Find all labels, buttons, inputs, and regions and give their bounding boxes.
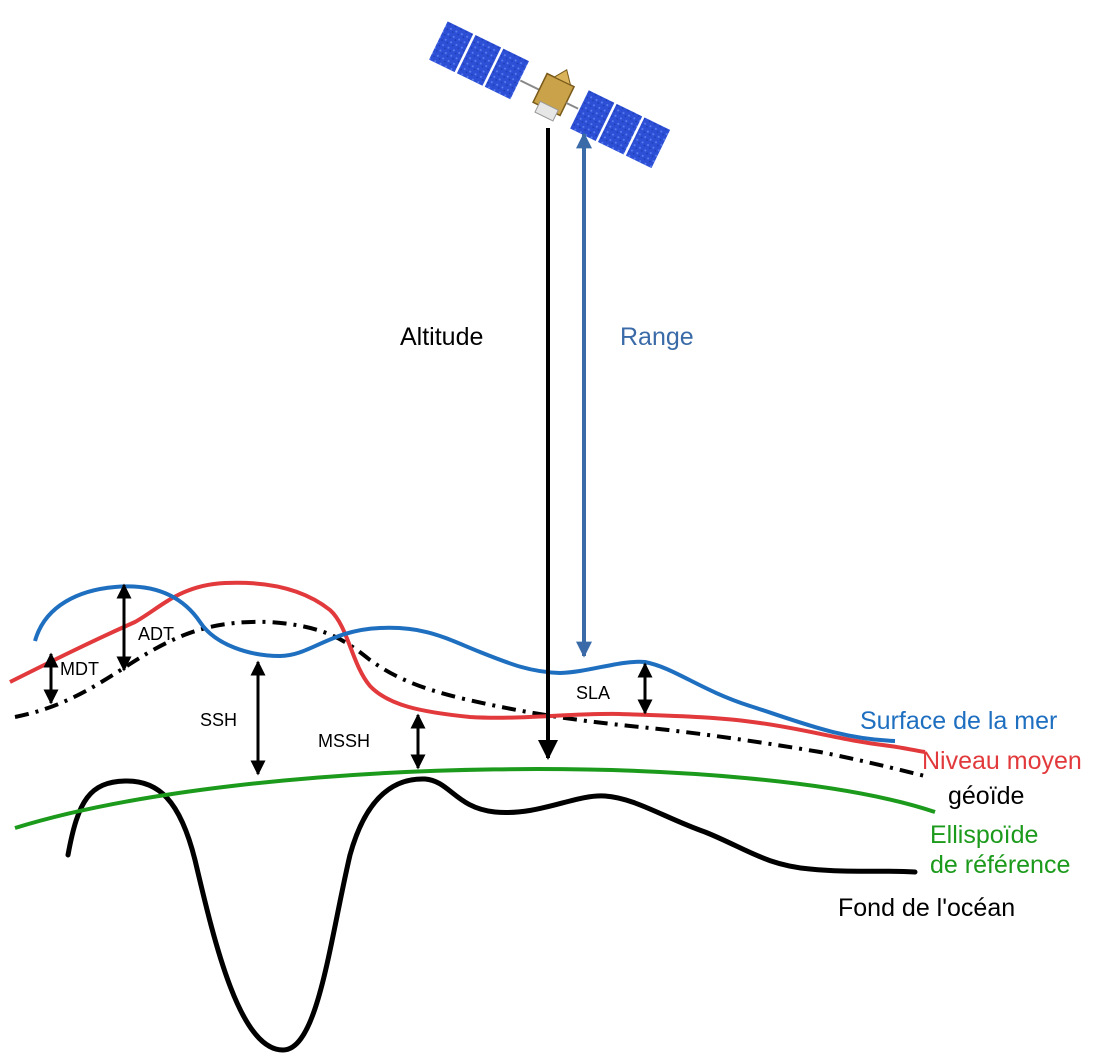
geoid-curve — [14, 619, 926, 778]
geoid-label: géoïde — [948, 782, 1024, 810]
ellipsoid-label-line1: Ellispoïde — [930, 821, 1038, 849]
ocean-floor-curve — [65, 776, 918, 1053]
mean-level-label: Niveau moyen — [922, 747, 1082, 775]
altitude-label: Altitude — [400, 323, 483, 351]
mdt-label: MDT — [60, 659, 99, 679]
ellipsoid-curve — [14, 767, 936, 830]
range-label: Range — [620, 323, 694, 351]
mssh-label: MSSH — [318, 731, 370, 751]
ocean-floor-label: Fond de l'océan — [838, 894, 1015, 922]
mean-level-curve — [9, 580, 926, 754]
sea-surface-label: Surface de la mer — [860, 707, 1057, 735]
sla-label: SLA — [576, 683, 610, 703]
ssh-label: SSH — [200, 710, 237, 730]
ellipsoid-label-line2: de référence — [930, 851, 1070, 879]
adt-label: ADT — [138, 624, 174, 644]
satellite-icon — [427, 19, 673, 171]
sea-surface-curve — [33, 584, 896, 743]
